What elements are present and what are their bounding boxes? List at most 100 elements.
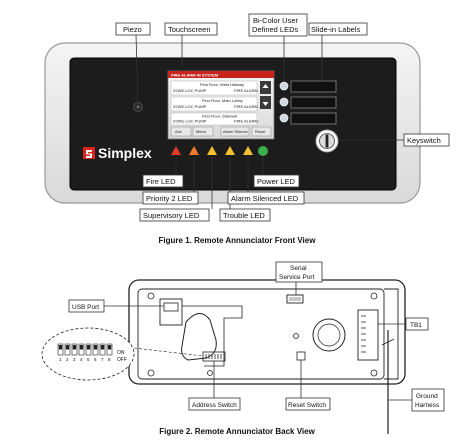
screw-icon	[147, 292, 155, 300]
supervisory-led	[207, 146, 217, 155]
figure2-caption: Figure 2. Remote Annunciator Back View	[159, 427, 315, 436]
screen-alarm-row[interactable]	[170, 80, 258, 96]
button-label: Menu	[196, 129, 206, 134]
row-device: ZONE-LOC PUMP	[173, 119, 207, 124]
screw-icon	[370, 369, 378, 377]
trouble-led-callout	[219, 208, 271, 222]
priority2-led-callout	[142, 191, 199, 205]
screen-alarm-silence-button[interactable]	[220, 126, 250, 137]
dip-switch-number: 2	[66, 357, 69, 362]
bicolor-label-line2: Defined LEDs	[252, 25, 299, 34]
ground-label-line1: Ground	[416, 393, 438, 400]
front-view: Simplex FIRE ALARM IN SYSTEM First Floor…	[44, 13, 450, 245]
usb-port-housing	[159, 298, 183, 326]
bicolor-label-line1: Bi-Color User	[253, 16, 299, 25]
row-title: First Floor, West Hallway	[200, 82, 244, 87]
serial-label-line2: Service Port	[279, 274, 315, 281]
simplex-logo: Simplex	[83, 145, 152, 161]
priority2-led-label: Priority 2 LED	[146, 194, 193, 203]
trouble-led-label: Trouble LED	[223, 211, 265, 220]
address-switch-label: Address Switch	[192, 402, 237, 409]
slide-in-label-slot	[290, 80, 337, 93]
dip-switch-knob	[100, 345, 105, 350]
dip-switch-number: 4	[80, 357, 83, 362]
screen-menu-button[interactable]	[192, 126, 214, 137]
dip-switch-knob	[65, 345, 70, 350]
screen-alarm-row[interactable]	[170, 96, 258, 112]
power-led-label: Power LED	[257, 177, 296, 186]
screen-ack-button[interactable]	[170, 126, 192, 137]
arrow-down-icon	[262, 102, 269, 106]
trouble-led	[225, 146, 235, 155]
leader-line	[135, 34, 139, 103]
slide-in-label-slot	[290, 96, 337, 109]
row-status: FIRE ALARM	[234, 119, 258, 124]
screen-alarm-row[interactable]	[170, 112, 258, 126]
serial-service-port[interactable]	[286, 294, 304, 304]
dip-switch-number: 5	[87, 357, 90, 362]
screen-header: FIRE ALARM IN SYSTEM	[171, 73, 219, 78]
back-housing	[128, 279, 406, 385]
dip-switch-number: 1	[59, 357, 62, 362]
piezo-label: Piezo	[123, 25, 142, 34]
row-status: FIRE ALARM	[234, 88, 258, 93]
back-inner-frame	[137, 288, 385, 380]
slide-in-label: Slide-in Labels	[311, 25, 360, 34]
slide-in-callout	[308, 22, 368, 36]
bicolor-led	[279, 81, 289, 91]
dip-switch-knob	[79, 345, 84, 350]
dip-off-label: OFF	[117, 357, 127, 363]
priority2-led	[189, 146, 199, 155]
row-title: First Floor, Main Lobby	[202, 98, 243, 103]
dip-switch-number: 3	[73, 357, 76, 362]
usb-port-label: USB Port	[72, 304, 99, 311]
screw-icon	[370, 292, 378, 300]
serial-label-line1: Serial	[290, 265, 307, 272]
brand-name: Simplex	[98, 145, 152, 161]
alarm-silenced-led-callout	[227, 191, 305, 205]
row-device: ZONE-LOC PUMP	[173, 104, 207, 109]
usb-port[interactable]	[163, 302, 179, 312]
alarm-silenced-led	[243, 146, 253, 155]
reset-switch-callout	[285, 397, 331, 411]
status-led-row	[171, 146, 268, 156]
button-label: Alarm Silence	[223, 129, 248, 134]
touchscreen-display[interactable]: FIRE ALARM IN SYSTEM First Floor, West H…	[167, 70, 275, 140]
address-switch-callout	[188, 397, 241, 411]
dip-switch-knob	[58, 345, 63, 350]
piezo-disc	[312, 318, 346, 352]
screw-icon	[147, 369, 155, 377]
screw-icon	[293, 333, 299, 339]
button-label: Ack	[175, 129, 182, 134]
power-led-callout	[253, 174, 300, 188]
dip-switch-number: 6	[94, 357, 97, 362]
touchscreen-label: Touchscreen	[168, 25, 211, 34]
keyswitch-icon[interactable]	[315, 129, 339, 153]
dip-switch-number: 7	[101, 357, 104, 362]
dip-switch-knob	[72, 345, 77, 350]
fire-led	[171, 146, 181, 155]
touchscreen-callout	[164, 22, 218, 36]
reset-switch-label: Reset Switch	[288, 402, 326, 409]
tb1-label: TB1	[410, 322, 422, 329]
bicolor-led	[279, 97, 289, 107]
slide-in-label-slot	[290, 112, 337, 125]
fire-led-callout	[142, 174, 184, 188]
terminal-block-tb1[interactable]	[357, 309, 379, 361]
screw-icon	[207, 370, 213, 376]
supervisory-led-callout	[139, 208, 210, 222]
dip-switch-number: 8	[108, 357, 111, 362]
row-device: ZONE-LOC PUMP	[173, 88, 207, 93]
bicolor-led	[279, 113, 289, 123]
bicolor-led-column	[279, 80, 337, 125]
power-led	[258, 146, 268, 156]
button-label: Reset	[255, 129, 266, 134]
leader-line	[133, 347, 204, 357]
figure1-caption: Figure 1. Remote Annunciator Front View	[159, 236, 317, 245]
keyswitch-label: Keyswitch	[407, 136, 441, 145]
row-status: FIRE ALARM	[234, 104, 258, 109]
screen-reset-button[interactable]	[251, 126, 272, 137]
dip-switch-knob	[107, 345, 112, 350]
